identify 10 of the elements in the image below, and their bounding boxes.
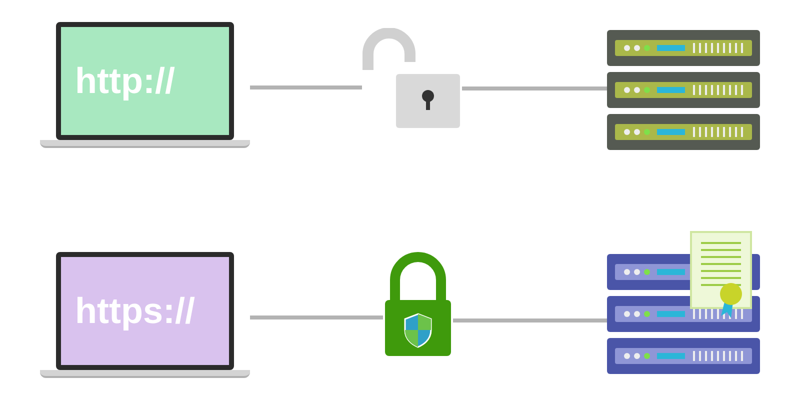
connector-line — [250, 86, 362, 90]
padlock-icon — [362, 28, 462, 130]
url-text: https:// — [75, 290, 195, 332]
url-text: http:// — [75, 60, 175, 102]
connector-line — [462, 86, 607, 91]
padlock-icon — [383, 250, 453, 358]
server-drawing — [607, 230, 761, 376]
server-drawing — [607, 30, 761, 152]
connector-line — [453, 318, 607, 323]
connector-line — [250, 316, 383, 320]
